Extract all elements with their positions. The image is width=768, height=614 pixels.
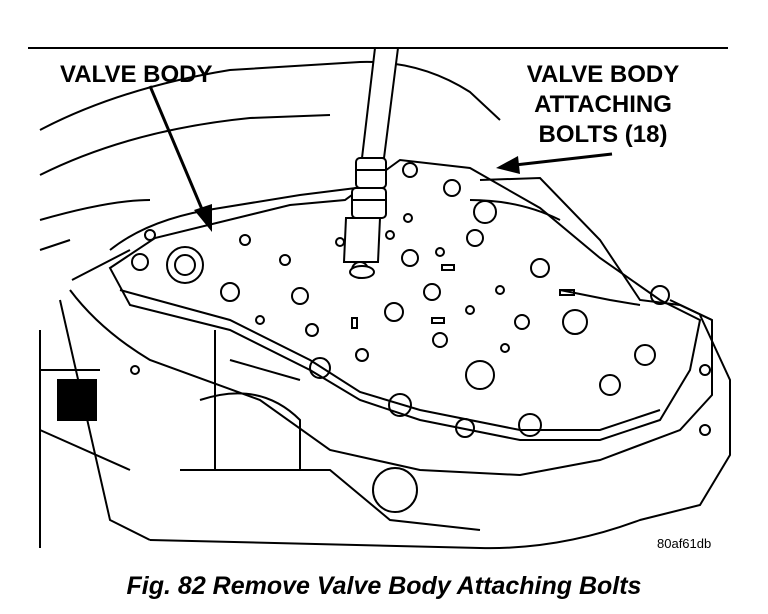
attaching-bolts-label: VALVE BODY ATTACHING BOLTS (18) bbox=[498, 60, 708, 150]
figure-caption: Fig. 82 Remove Valve Body Attaching Bolt… bbox=[126, 572, 642, 600]
valve-body-label: VALVE BODY bbox=[60, 61, 213, 88]
attaching-bolts-line-2: ATTACHING bbox=[534, 91, 672, 118]
attaching-bolts-line-3: BOLTS (18) bbox=[538, 121, 668, 148]
attaching-bolts-line-1: VALVE BODY bbox=[526, 61, 680, 88]
socket-extension-tool bbox=[342, 47, 400, 279]
bolts-arrow bbox=[496, 152, 613, 174]
leader-arrows bbox=[148, 85, 613, 232]
figure-id: 80af61db bbox=[657, 536, 712, 551]
valve-body-arrow bbox=[148, 85, 212, 232]
transmission-case bbox=[39, 60, 731, 550]
